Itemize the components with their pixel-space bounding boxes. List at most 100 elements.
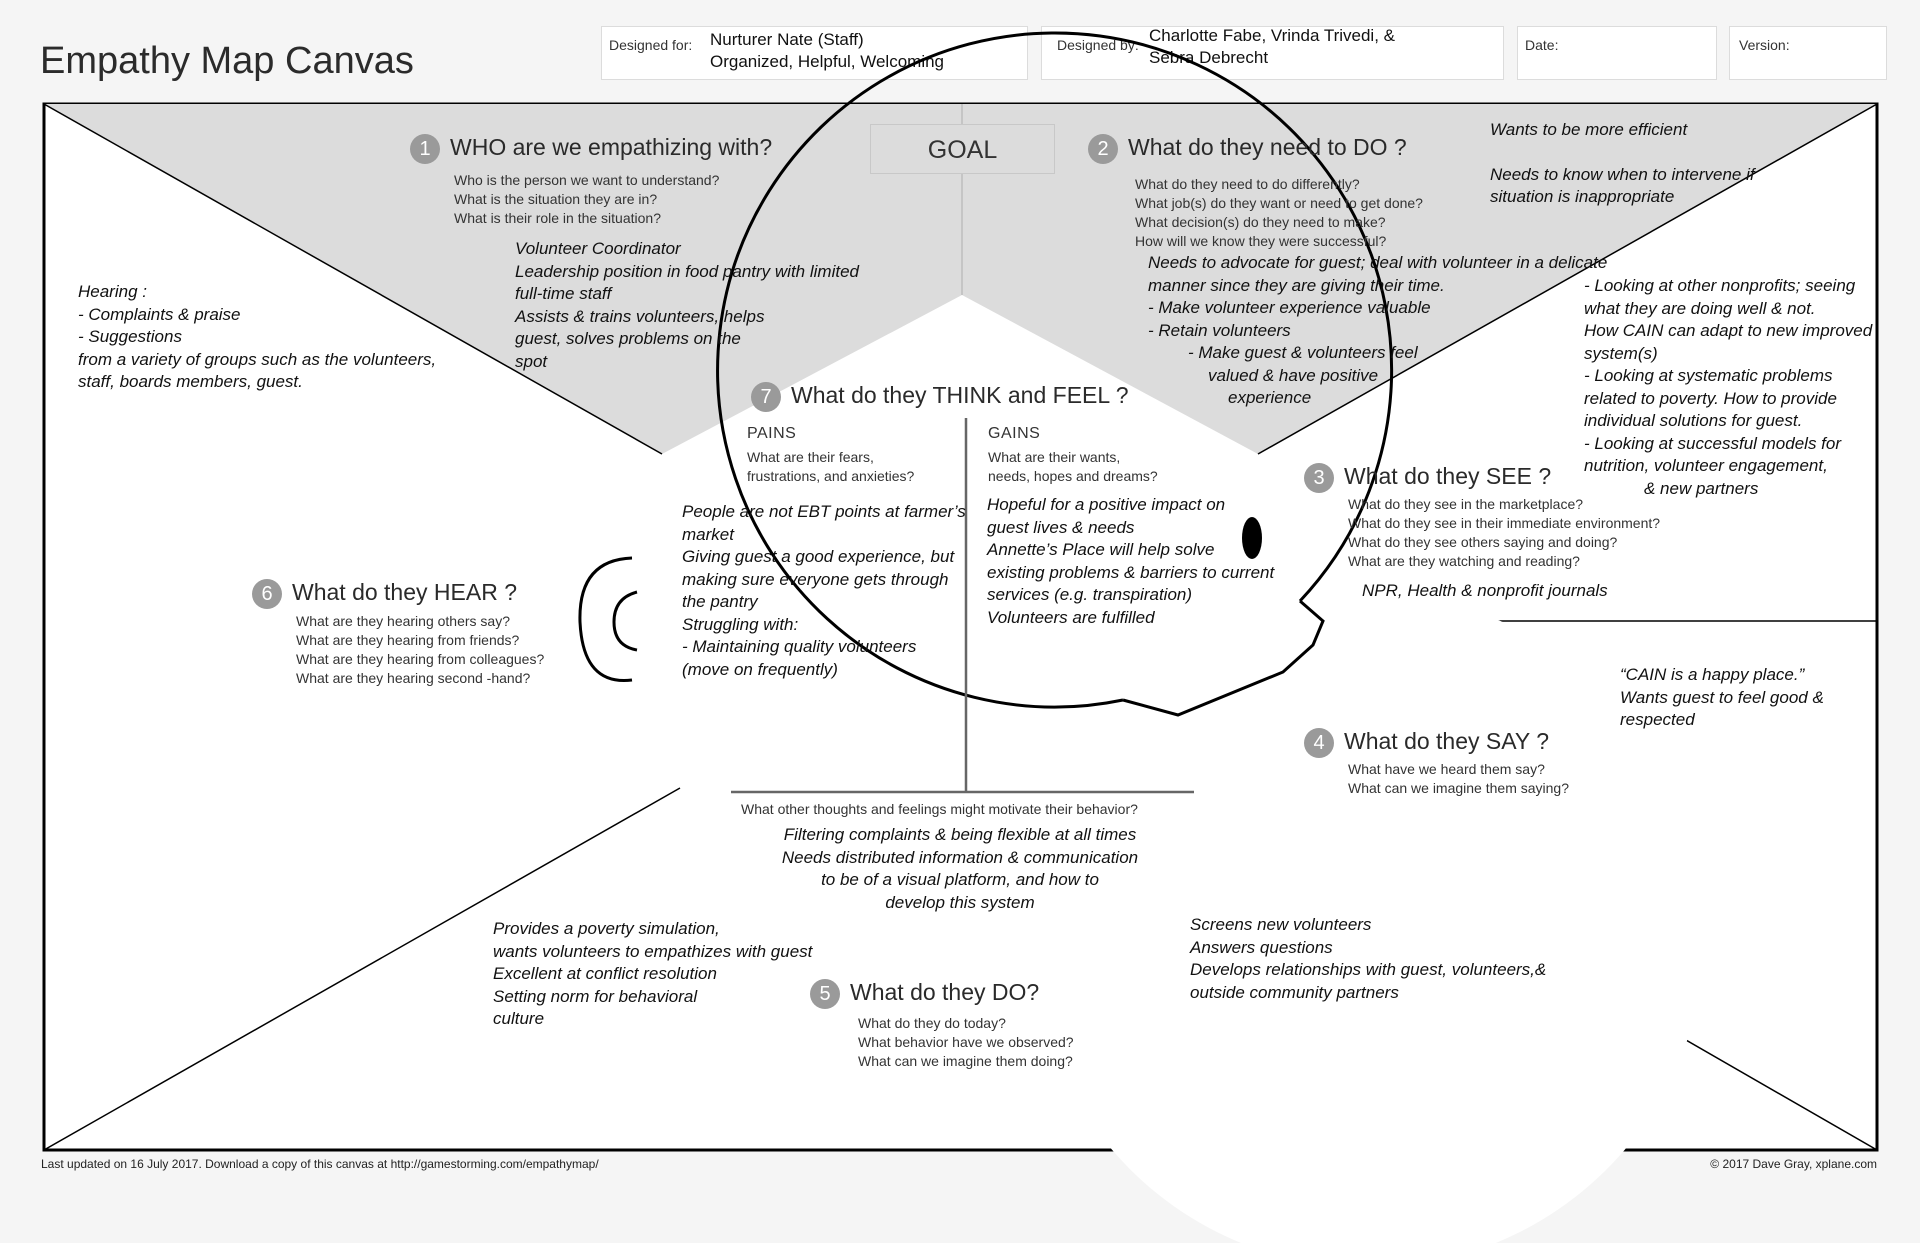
version-label: Version:: [1739, 37, 1790, 53]
see-title: 3 What do they SEE ?: [1304, 463, 1551, 493]
answer-line: Needs distributed information & communic…: [781, 847, 1139, 867]
answer-line: valued & have positive: [1208, 365, 1379, 385]
diagonal-top-left: [43, 103, 663, 455]
answer-line: services (e.g. transpiration): [987, 585, 1193, 604]
answer-line: Struggling with:: [682, 614, 799, 634]
section-number: 2: [1088, 134, 1118, 164]
hear-title: 6 What do they HEAR ?: [252, 579, 517, 609]
answer-line: Volunteers are fulfilled: [987, 607, 1155, 627]
face-profile: [1122, 599, 1325, 717]
designed-by-box[interactable]: Designed by: Charlotte Fabe, Vrinda Triv…: [1041, 26, 1504, 80]
hear-title-text: What do they HEAR ?: [292, 579, 517, 606]
do-title-text: What do they DO?: [850, 979, 1040, 1006]
footer-right: © 2017 Dave Gray, xplane.com: [1710, 1157, 1877, 1171]
answer-line: develop this system: [885, 892, 1035, 912]
question: What is their role in the situation?: [454, 210, 661, 226]
answer-line: manner since they are giving their time.: [1148, 275, 1445, 295]
answer-line: NPR, Health & nonprofit journals: [1362, 581, 1608, 600]
answer-line: wants volunteers to empathizes with gues…: [493, 941, 813, 961]
answer-line: making sure everyone gets through: [682, 569, 949, 589]
answer-line: Wants to be more efficient: [1490, 120, 1688, 139]
question: What can we imagine them doing?: [858, 1053, 1073, 1069]
answer-line: existing problems & barriers to current: [987, 562, 1275, 582]
answer-line: - Make volunteer experience valuable: [1148, 298, 1431, 317]
question: What are they hearing from colleagues?: [296, 651, 545, 667]
who-title-text: WHO are we empathizing with?: [450, 134, 773, 161]
do-answers-left: Provides a poverty simulation, wants vol…: [493, 918, 812, 1031]
answer-line: Volunteer Coordinator: [515, 239, 681, 258]
answer-line: situation is inappropriate: [1490, 187, 1675, 206]
answer-line: - Complaints & praise: [78, 304, 241, 324]
head-fill: [1031, 594, 1706, 1243]
do-need-title-text: What do they need to DO ?: [1128, 134, 1407, 161]
question: frustrations, and anxieties?: [747, 468, 915, 484]
answer-line: - Looking at successful models for: [1584, 433, 1842, 453]
gains-label: GAINS: [988, 425, 1041, 442]
question: needs, hopes and dreams?: [988, 468, 1158, 484]
question: What are they hearing others say?: [296, 613, 511, 629]
question: What job(s) do they want or need to get …: [1135, 195, 1423, 211]
answer-line: - Make guest & volunteers feel: [1188, 343, 1418, 362]
answer-line: outside community partners: [1190, 982, 1399, 1002]
footer-left: Last updated on 16 July 2017. Download a…: [41, 1157, 599, 1171]
pains-label: PAINS: [747, 425, 797, 442]
question: What behavior have we observed?: [858, 1034, 1074, 1050]
answer-line: Excellent at conflict resolution: [493, 964, 717, 983]
see-title-text: What do they SEE ?: [1344, 463, 1552, 490]
ear: [578, 556, 633, 683]
answer-line: Filtering complaints & being flexible at…: [783, 825, 1137, 844]
do-need-title: 2 What do they need to DO ?: [1088, 134, 1407, 164]
designed-by-line: Charlotte Fabe, Vrinda Trivedi, &: [1149, 26, 1395, 45]
question: Who is the person we want to understand?: [454, 172, 720, 188]
section-number: 6: [252, 579, 282, 609]
gains-questions: What are their wants, needs, hopes and d…: [988, 448, 1158, 486]
designed-for-line: Nurturer Nate (Staff): [710, 30, 864, 49]
see-questions: What do they see in the marketplace? Wha…: [1348, 495, 1660, 571]
answer-line: related to poverty. How to provide: [1584, 388, 1837, 408]
answer-line: - Retain volunteers: [1148, 320, 1291, 340]
answer-line: - Looking at systematic problems: [1584, 366, 1833, 385]
section-number: 7: [751, 382, 781, 412]
answer-line: from a variety of groups such as the vol…: [78, 349, 437, 369]
answer-line: Annette’s Place will help solve: [987, 540, 1215, 559]
answer-line: Hearing :: [78, 282, 147, 301]
do-questions: What do they do today? What behavior hav…: [858, 1014, 1074, 1071]
date-label: Date:: [1525, 37, 1559, 53]
answer-line: - Looking at other nonprofits; seeing: [1584, 276, 1856, 295]
answer-line: market: [682, 524, 734, 544]
hear-questions: What are they hearing others say? What a…: [296, 612, 544, 688]
question: What are they hearing from friends?: [296, 632, 520, 648]
say-title-text: What do they SAY ?: [1344, 728, 1549, 755]
answer-line: spot: [515, 351, 548, 371]
answer-line: respected: [1620, 710, 1695, 729]
answer-line: full-time staff: [515, 284, 612, 303]
think-other-answers: Filtering complaints & being flexible at…: [730, 824, 1190, 914]
gains-answers: Hopeful for a positive impact on guest l…: [987, 494, 1274, 629]
head-outline: [716, 31, 1394, 709]
answer-line: & new partners: [1644, 478, 1759, 498]
designed-by-value: Charlotte Fabe, Vrinda Trivedi, & Sebra …: [1149, 25, 1395, 69]
do-need-questions: What do they need to do differently? Wha…: [1135, 175, 1423, 251]
pains-questions: What are their fears, frustrations, and …: [747, 448, 914, 486]
answer-line: Provides a poverty simulation,: [493, 919, 720, 938]
question: What are they watching and reading?: [1348, 553, 1580, 569]
version-box[interactable]: Version:: [1729, 26, 1887, 80]
say-answers: “CAIN is a happy place.” Wants guest to …: [1620, 664, 1824, 732]
designed-by-line: Sebra Debrecht: [1149, 48, 1269, 67]
hear-answers: Hearing : - Complaints & praise - Sugges…: [78, 281, 436, 394]
designed-for-box[interactable]: Designed for: Nurturer Nate (Staff) Orga…: [601, 26, 1028, 80]
eye: [1242, 517, 1262, 559]
question: What is the situation they are in?: [454, 191, 658, 207]
answer-line: Screens new volunteers: [1190, 915, 1372, 934]
answer-line: Wants guest to feel good &: [1620, 687, 1824, 707]
date-box[interactable]: Date:: [1517, 26, 1717, 80]
question: How will we know they were successful?: [1135, 233, 1387, 249]
goal-label: GOAL: [870, 124, 1055, 174]
answer-line: Answers questions: [1190, 937, 1333, 957]
question: What are their fears,: [747, 449, 874, 465]
section-number: 3: [1304, 463, 1334, 493]
answer-line: the pantry: [682, 592, 758, 611]
see-answers: NPR, Health & nonprofit journals: [1362, 580, 1608, 603]
